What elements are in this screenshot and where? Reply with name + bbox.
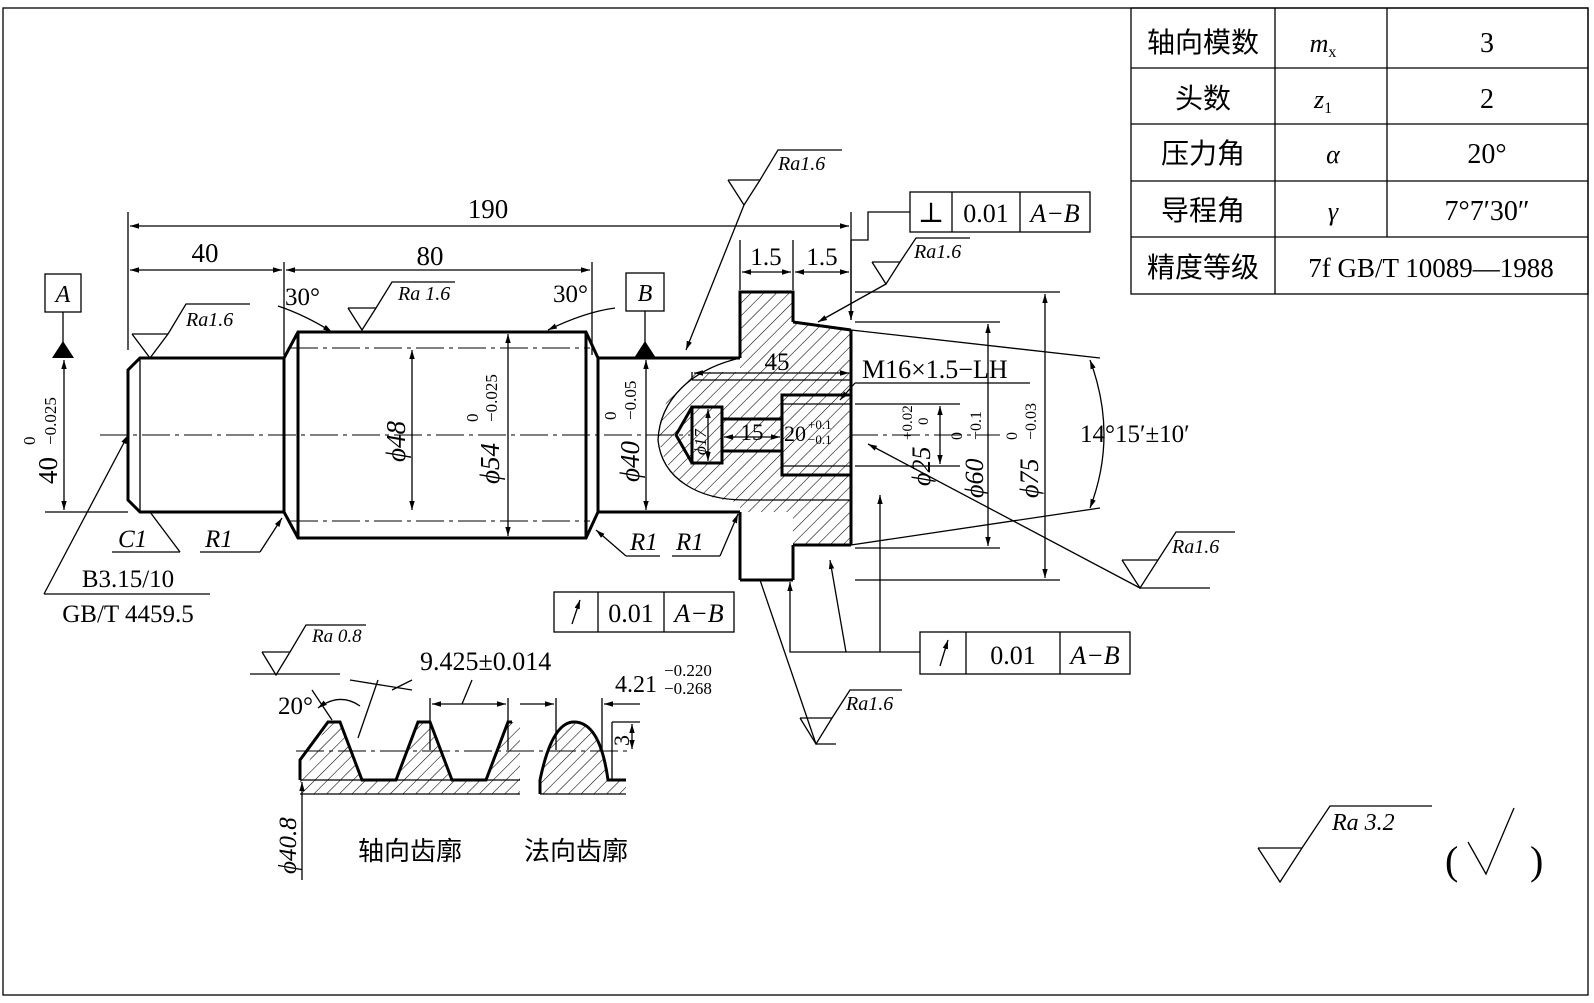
ra-general: Ra 3.2 [1331, 810, 1395, 836]
runout2-value: 0.01 [990, 641, 1036, 670]
ra-worm: Ra 1.6 [397, 283, 450, 305]
roughness-symbols: Ra1.6 Ra 1.6 Ra1.6 Ra1.6 Ra1.6 Ra1.6 Ra … [131, 149, 1543, 884]
center-hole-standard: GB/T 4459.5 [62, 601, 194, 628]
thickness-dim: 4.21 [615, 672, 657, 698]
value-lead-angle: 7°7′30″ [1445, 196, 1530, 227]
runout1-value: 0.01 [608, 599, 654, 628]
dim-40-left-dia: 40 [33, 457, 63, 484]
dim-1-5-a: 1.5 [750, 244, 781, 271]
thickness-upper: −0.220 [664, 661, 712, 680]
parameter-table: 轴向模数 mx 3 头数 z1 2 压力角 α 20° 导程角 γ 7°7′30… [1130, 7, 1589, 295]
perp-datum: A−B [1028, 199, 1079, 228]
label-axial-profile: 轴向齿廓 [358, 837, 462, 867]
runout2-datum: A−B [1068, 641, 1119, 670]
symbol-alpha: α [1326, 140, 1341, 169]
tooth-profile: 9.425±0.014 4.21 −0.220 −0.268 20° 3 ϕ40… [275, 647, 712, 880]
thickness-lower: −0.268 [664, 679, 712, 698]
dim-45: 45 [765, 349, 790, 376]
thread-callout: M16×1.5−LH [862, 355, 1008, 384]
symbol-m: mx [1310, 29, 1337, 61]
dim-phi25: ϕ25 [907, 447, 936, 486]
row-name-axial-module: 轴向模数 [1147, 26, 1259, 59]
dim-r1-right: R1 [675, 529, 704, 556]
value-pressure-angle: 20° [1467, 139, 1506, 170]
symbol-gamma: γ [1328, 197, 1339, 226]
dim-phi17: ϕ17 [691, 428, 710, 455]
row-name-pressure-angle: 压力角 [1161, 137, 1245, 170]
row-name-lead-angle: 导程角 [1161, 194, 1245, 227]
ra-flange-top: Ra1.6 [777, 153, 825, 175]
ra-cone: Ra1.6 [1171, 536, 1219, 558]
datum-b-triangle [634, 341, 656, 358]
dim-r1-left: R1 [204, 526, 233, 553]
dim-phi54-upper: 0 [463, 414, 482, 423]
label-normal-profile: 法向齿廓 [524, 837, 628, 867]
dim-20-lower: −0.1 [808, 432, 832, 447]
dim-80: 80 [417, 241, 444, 271]
runout1-datum: A−B [672, 599, 723, 628]
value-starts: 2 [1480, 84, 1494, 115]
dim-phi40-right-lower: −0.05 [621, 381, 640, 420]
root-diameter: ϕ40.8 [275, 817, 302, 874]
dim-phi60-upper: 0 [949, 432, 966, 440]
dim-phi54-lower: −0.025 [482, 374, 501, 422]
general-check-symbol [1467, 807, 1515, 876]
perp-symbol: ⊥ [918, 198, 944, 229]
dim-190: 190 [468, 194, 509, 224]
dim-phi60: ϕ60 [960, 459, 989, 498]
pitch-dim: 9.425±0.014 [420, 647, 551, 676]
dim-40-left-lower: −0.025 [41, 397, 60, 445]
dim-r1-mid: R1 [629, 529, 658, 556]
dim-phi75-lower: −0.03 [1023, 403, 1040, 440]
dim-1-5-b: 1.5 [806, 244, 837, 271]
dim-phi25-upper: +0.02 [900, 405, 916, 440]
dimensions: 190 40 80 30° 30° 1.5 1.5 45 M16×1.5−LH … [20, 194, 1190, 628]
dim-30-left: 30° [285, 284, 320, 311]
dim-phi60-lower: −0.1 [968, 411, 985, 440]
symbol-z: z1 [1313, 85, 1332, 117]
tooth-height: 3 [609, 735, 634, 746]
ra-bottom: Ra1.6 [845, 693, 893, 715]
datum-b-label: B [638, 281, 653, 307]
dim-30-right: 30° [553, 281, 588, 308]
dim-taper-angle: 14°15′±10′ [1080, 421, 1190, 448]
dim-phi75: ϕ75 [1015, 459, 1044, 498]
datum-a-triangle [52, 341, 74, 358]
dim-40: 40 [192, 238, 219, 268]
dim-phi40-right: ϕ40 [615, 441, 645, 482]
dim-40-left-upper: 0 [20, 437, 39, 446]
drawing-frame [2, 7, 1589, 996]
general-paren-open: ( [1445, 838, 1458, 883]
dim-phi75-upper: 0 [1004, 432, 1021, 440]
dim-phi48: ϕ48 [381, 421, 411, 462]
tolerance-frames: ⊥ 0.01 A−B 0.01 A−B 0.01 A−B [553, 191, 1131, 675]
value-axial-module: 3 [1480, 28, 1494, 59]
value-accuracy: 7f GB/T 10089—1988 [1308, 253, 1554, 283]
shaft-outline [100, 290, 1101, 582]
dim-15: 15 [741, 420, 764, 445]
row-name-starts: 头数 [1175, 82, 1231, 115]
dim-phi40-right-upper: 0 [601, 412, 620, 421]
datum-a-label: A [54, 282, 71, 308]
general-paren-close: ) [1530, 838, 1543, 883]
tooth-angle: 20° [278, 693, 313, 720]
ra-tooth-flank: Ra 0.8 [311, 626, 362, 647]
ra-flange-face: Ra1.6 [913, 241, 961, 263]
row-name-accuracy: 精度等级 [1147, 251, 1259, 284]
ra-left-journal: Ra1.6 [185, 309, 233, 331]
dim-20: 20 [784, 421, 806, 446]
dim-20-upper: +0.1 [808, 417, 832, 432]
perp-value: 0.01 [963, 199, 1009, 228]
center-hole-spec: B3.15/10 [82, 566, 174, 593]
dim-c1: C1 [118, 526, 147, 553]
datums: A B [44, 272, 665, 358]
dim-phi25-lower: 0 [916, 418, 932, 426]
dim-phi54: ϕ54 [475, 443, 505, 484]
